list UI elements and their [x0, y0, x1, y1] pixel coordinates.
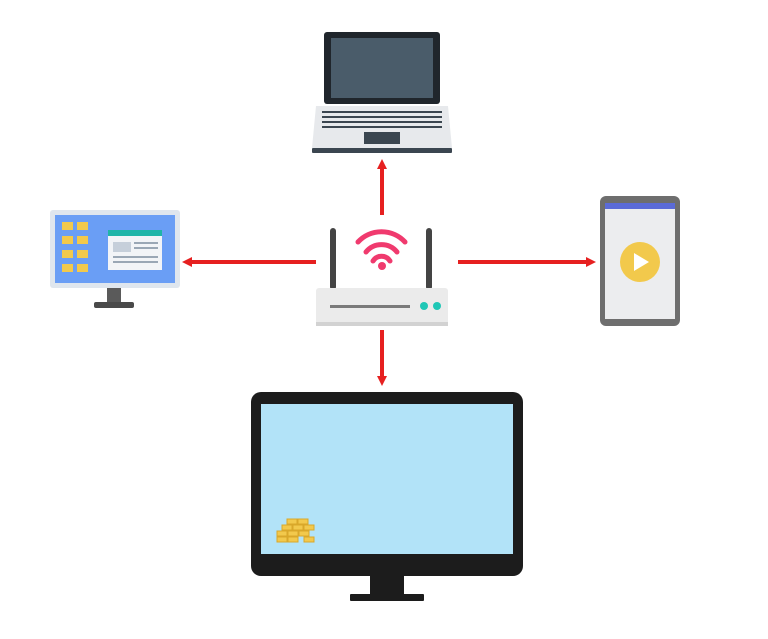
large-monitor-icon — [251, 392, 523, 601]
tablet-icon — [600, 196, 680, 326]
wifi-router-icon — [316, 228, 448, 326]
folder-icon — [62, 222, 88, 272]
coin-stack-icon — [276, 518, 315, 543]
wifi-signal-icon — [355, 229, 408, 264]
status-led — [420, 302, 428, 310]
desktop-monitor-icon — [50, 210, 180, 308]
laptop-icon — [312, 32, 452, 153]
